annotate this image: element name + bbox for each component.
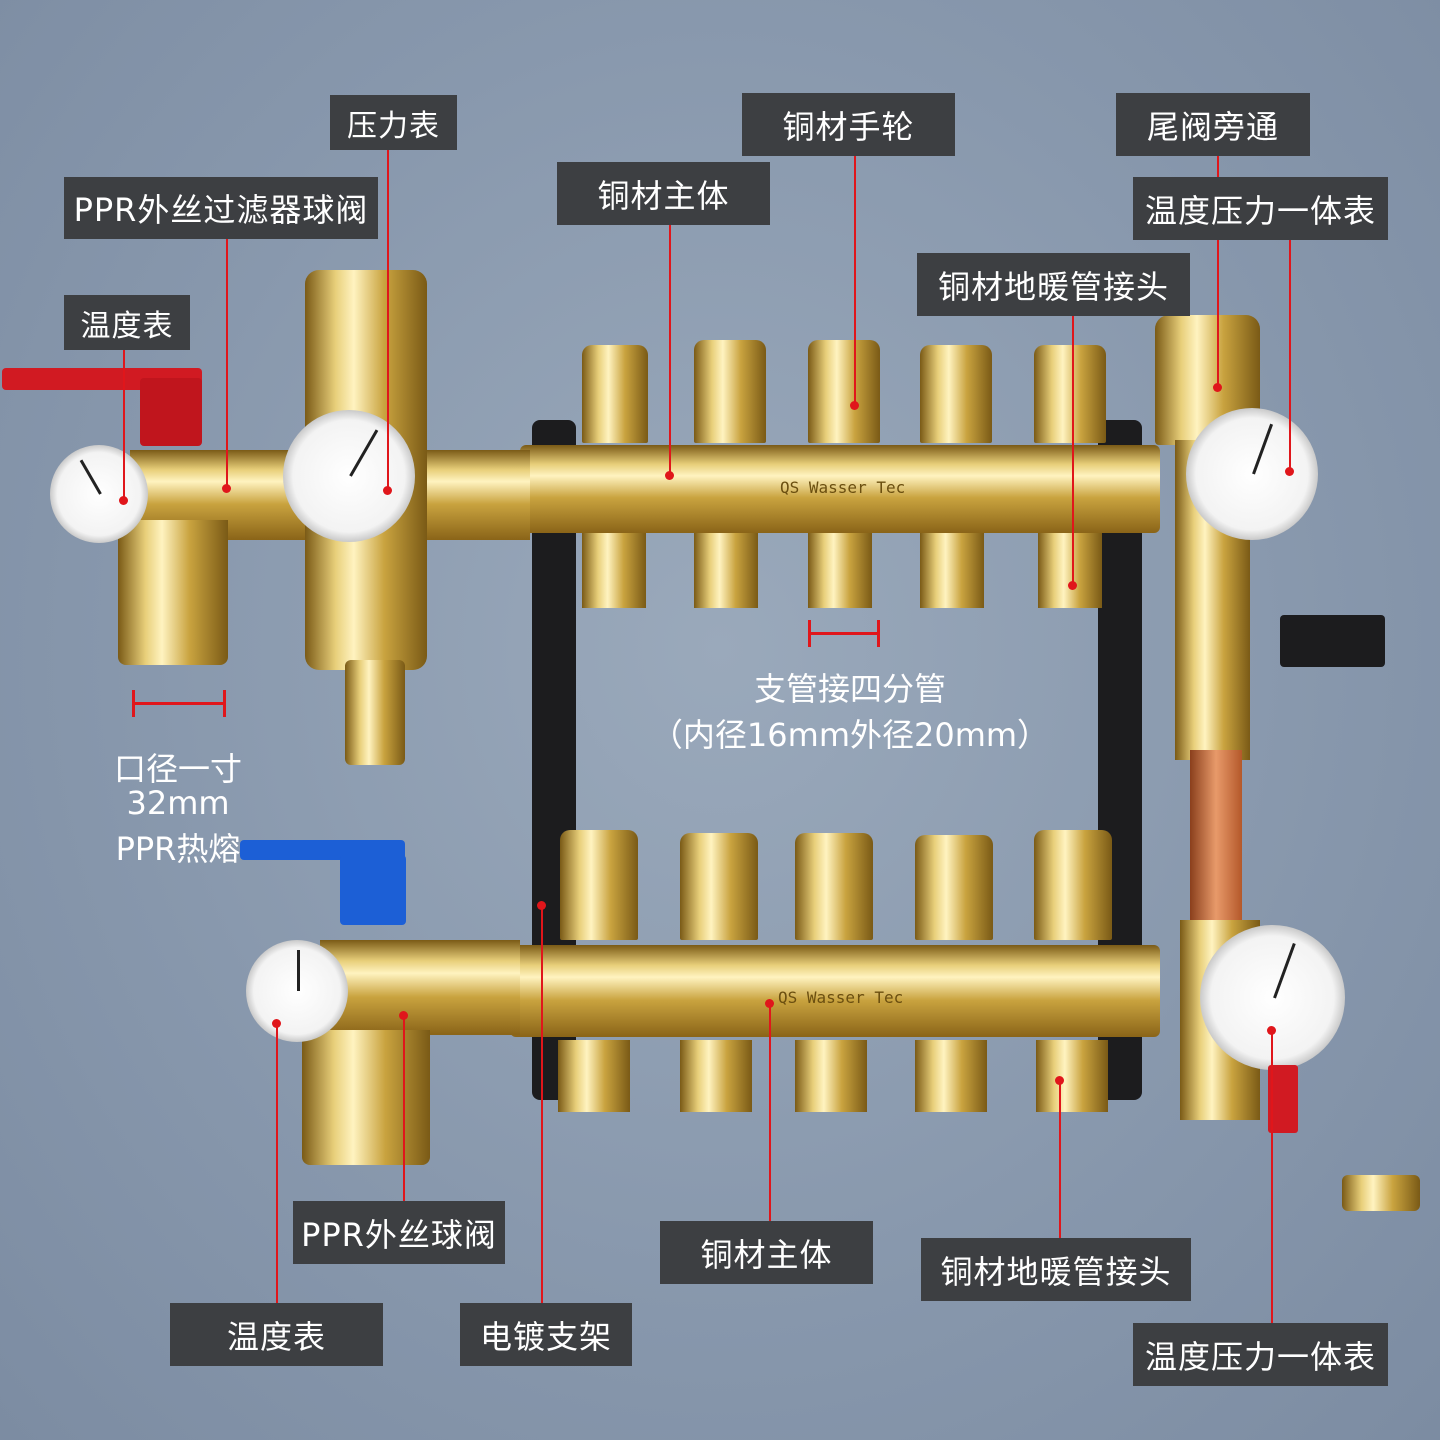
leader-line (387, 150, 389, 490)
label-tail-valve-bypass: 尾阀旁通 (1116, 93, 1310, 156)
label-ppr-ball-valve: PPR外丝球阀 (293, 1201, 505, 1264)
handwheel (582, 345, 648, 443)
handwheel (1034, 345, 1106, 443)
pipe-fitting (795, 1040, 867, 1112)
leader-line (1289, 240, 1291, 472)
branch-note-line1: 支管接四分管 (753, 670, 946, 708)
ppr-union-bottom (302, 1030, 430, 1165)
label-pressure-gauge: 压力表 (330, 95, 457, 150)
handwheel (694, 340, 766, 443)
handwheel (808, 340, 880, 443)
leader-dot (765, 999, 774, 1008)
pipe-fitting (915, 1040, 987, 1112)
leader-dot (383, 486, 392, 495)
leader-dot (399, 1011, 408, 1020)
inlet-dimension-bracket (132, 690, 226, 717)
leader-dot (1213, 383, 1222, 392)
label-thermometer-top: 温度表 (64, 295, 190, 350)
pipe-fitting (558, 1040, 630, 1112)
supply-manifold-bar (520, 445, 1160, 533)
handwheel (795, 833, 873, 940)
handwheel (680, 833, 758, 940)
leader-dot (850, 401, 859, 410)
leader-line (123, 350, 125, 500)
copper-pipe (1190, 750, 1242, 930)
leader-dot (1285, 467, 1294, 476)
label-copper-body-bottom: 铜材主体 (660, 1221, 873, 1284)
temp-pressure-gauge-top (1186, 408, 1318, 540)
label-copper-pipe-fitting-bottom: 铜材地暖管接头 (921, 1238, 1191, 1301)
pipe-fitting (582, 533, 646, 608)
leader-dot (1068, 581, 1077, 590)
handwheel (560, 830, 638, 940)
leader-line (1059, 1080, 1061, 1238)
inlet-pipe-bottom (320, 940, 520, 1035)
leader-dot (665, 471, 674, 480)
label-copper-pipe-fitting-top: 铜材地暖管接头 (917, 253, 1190, 316)
brand-text-top: QS Wasser Tec (780, 478, 906, 497)
leader-dot (222, 484, 231, 493)
leader-line (541, 905, 543, 1303)
pipe-fitting (680, 1040, 752, 1112)
pressure-gauge (283, 410, 415, 542)
leader-dot (119, 496, 128, 505)
leader-line (769, 1003, 771, 1221)
leader-line (1072, 316, 1074, 586)
red-valve-handle-base (140, 378, 202, 446)
inlet-note-line1: 口径一寸 (113, 750, 242, 788)
label-plated-bracket: 电镀支架 (460, 1303, 632, 1366)
pipe-fitting (920, 533, 984, 608)
pipe-fitting (808, 533, 872, 608)
thermometer-top (50, 445, 148, 543)
brand-text-bottom: QS Wasser Tec (778, 988, 904, 1007)
drain-cap (1342, 1175, 1420, 1211)
thermometer-bottom (246, 940, 348, 1042)
leader-dot (272, 1019, 281, 1028)
leader-line (669, 225, 671, 475)
inlet-note-line3: PPR热熔 (115, 830, 241, 868)
label-ppr-filter-valve: PPR外丝过滤器球阀 (64, 177, 378, 239)
leader-line (1217, 156, 1219, 388)
drain-valve (345, 660, 405, 765)
leader-line (1271, 1030, 1273, 1323)
bypass-valve-cap (1280, 615, 1385, 667)
handwheel (920, 345, 992, 443)
leader-line (276, 1023, 278, 1303)
label-copper-handwheel: 铜材手轮 (742, 93, 955, 156)
pipe-fitting (694, 533, 758, 608)
label-temp-pressure-gauge-bottom: 温度压力一体表 (1133, 1323, 1388, 1386)
label-copper-body-top: 铜材主体 (557, 162, 770, 225)
branch-dimension-bracket (808, 620, 880, 647)
red-small-handle (1268, 1065, 1298, 1133)
pipe-fitting (1036, 1040, 1108, 1112)
pipe-fitting (1038, 533, 1102, 608)
label-thermometer-bottom: 温度表 (170, 1303, 383, 1366)
branch-note-line2: （内径16mm外径20mm） (650, 716, 1050, 754)
leader-line (403, 1015, 405, 1201)
inlet-note-line2: 32mm (126, 784, 230, 822)
leader-line (226, 239, 228, 489)
leader-dot (1055, 1076, 1064, 1085)
return-manifold-bar (510, 945, 1160, 1037)
leader-dot (537, 901, 546, 910)
handwheel (1034, 830, 1112, 940)
label-temp-pressure-gauge-top: 温度压力一体表 (1133, 177, 1388, 240)
leader-dot (1267, 1026, 1276, 1035)
blue-valve-handle-base (340, 855, 406, 925)
handwheel (915, 835, 993, 940)
leader-line (854, 156, 856, 406)
ppr-union-top (118, 520, 228, 665)
